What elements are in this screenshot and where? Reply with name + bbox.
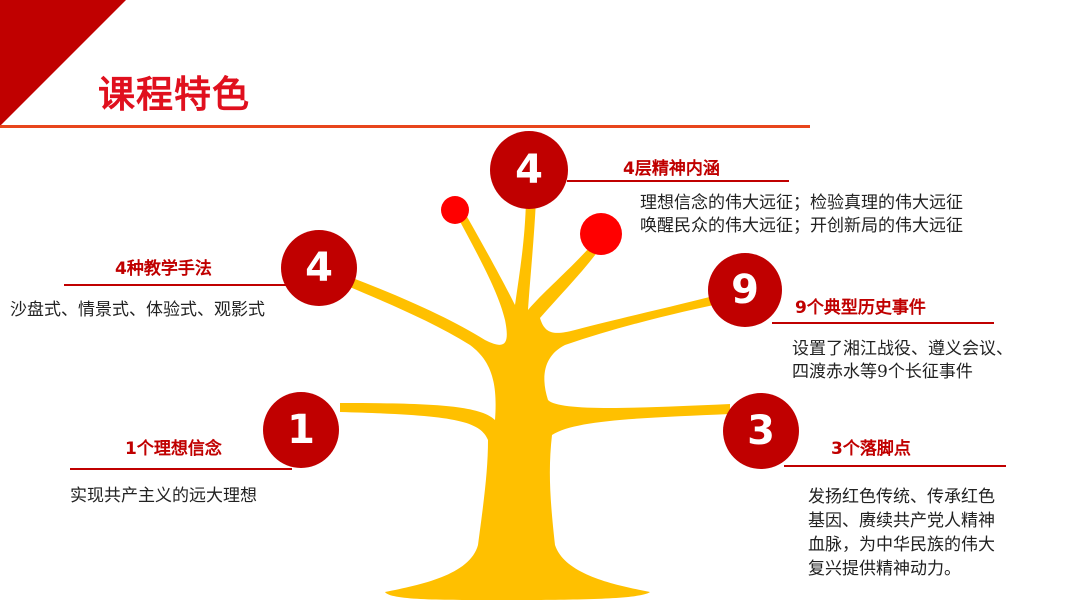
heading-ideal-belief: 1个理想信念 <box>125 439 222 459</box>
desc-teaching-methods: 沙盘式、情景式、体验式、观影式 <box>10 300 265 320</box>
fruit-dot <box>441 196 469 224</box>
rule-ideal-belief <box>70 468 292 470</box>
desc-spirit-layers-line2: 唤醒民众的伟大远征；开创新局的伟大远征 <box>640 216 963 236</box>
desc-foothold-points-line4: 复兴提供精神动力。 <box>808 559 961 579</box>
desc-spirit-layers-line1: 理想信念的伟大远征；检验真理的伟大远征 <box>640 193 963 213</box>
desc-ideal-belief: 实现共产主义的远大理想 <box>70 486 257 506</box>
rule-spirit-layers <box>567 180 789 182</box>
desc-foothold-points-line1: 发扬红色传统、传承红色 <box>808 487 995 507</box>
rule-foothold-points <box>784 465 1006 467</box>
badge-spirit-layers: 4 <box>490 131 568 209</box>
badge-historical-events: 9 <box>708 253 782 327</box>
rule-teaching-methods <box>64 284 286 286</box>
badge-teaching-methods: 4 <box>281 230 357 306</box>
desc-foothold-points-line3: 血脉，为中华民族的伟大 <box>808 535 995 555</box>
heading-historical-events: 9个典型历史事件 <box>795 298 926 318</box>
page-title: 课程特色 <box>98 73 250 116</box>
heading-spirit-layers: 4层精神内涵 <box>623 159 720 179</box>
heading-teaching-methods: 4种教学手法 <box>115 259 212 279</box>
corner-decoration <box>0 0 126 126</box>
heading-foothold-points: 3个落脚点 <box>831 439 911 459</box>
desc-historical-events-line1: 设置了湘江战役、遵义会议、 <box>792 339 1013 359</box>
desc-foothold-points-line2: 基因、赓续共产党人精神 <box>808 511 995 531</box>
title-divider <box>0 125 810 128</box>
desc-historical-events-line2: 四渡赤水等9个长征事件 <box>792 362 973 382</box>
badge-foothold-points: 3 <box>723 393 799 469</box>
fruit-dot <box>580 213 622 255</box>
badge-ideal-belief: 1 <box>263 392 339 468</box>
rule-historical-events <box>772 322 994 324</box>
